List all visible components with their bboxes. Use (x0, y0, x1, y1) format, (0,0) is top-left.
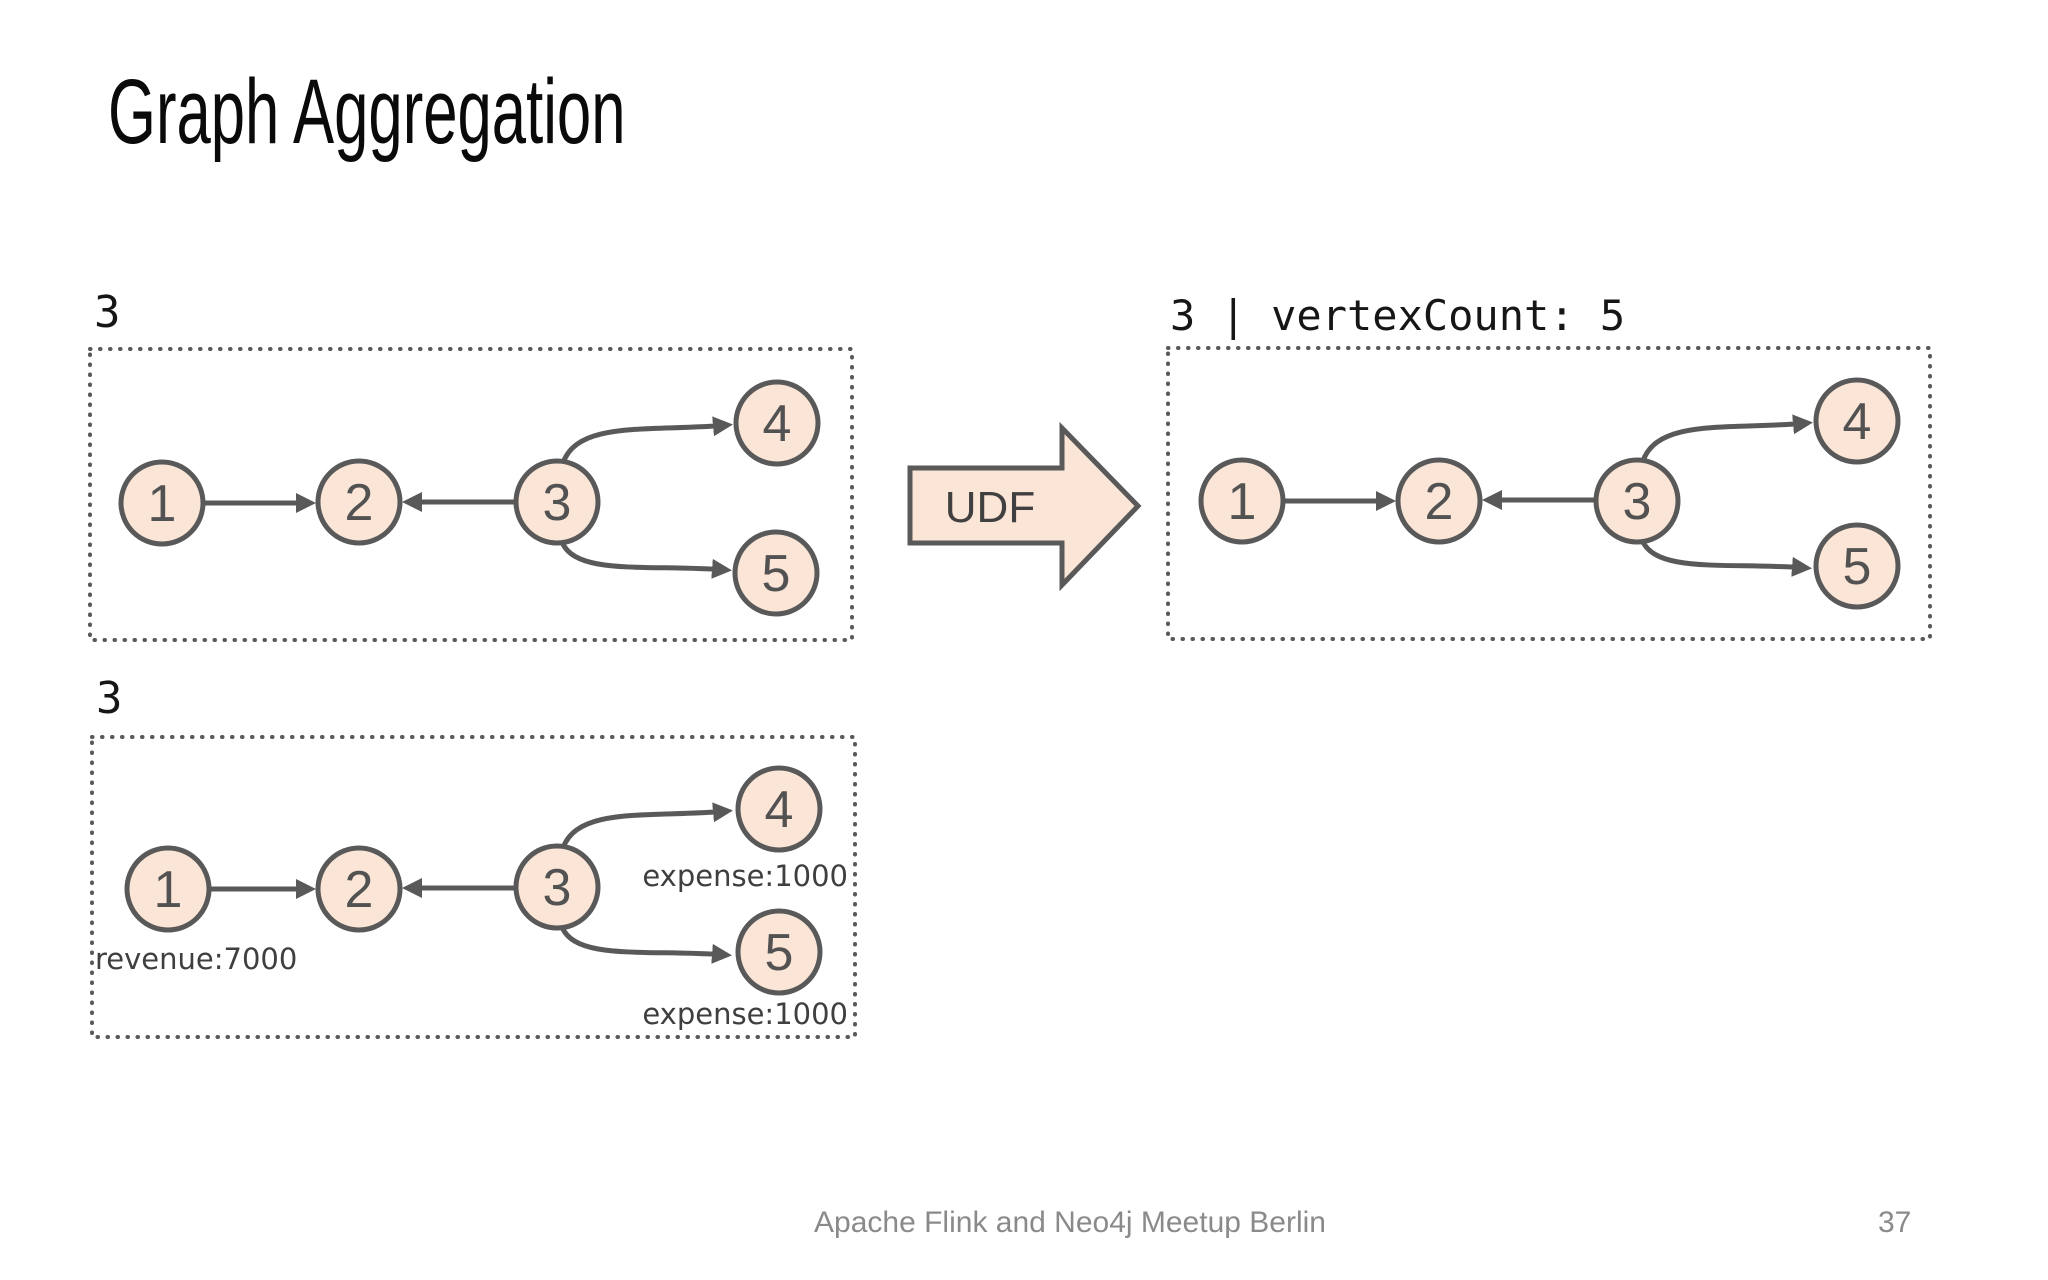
graph-output: 1 2 3 4 5 (1166, 346, 1932, 641)
output-group-label: 3 | vertexCount: 5 (1170, 291, 1626, 340)
node-1-label: 1 (148, 475, 177, 533)
node-4-property-expense: expense:1000 (642, 859, 848, 893)
node-5-circle (732, 529, 820, 617)
node-4-circle (1813, 377, 1901, 465)
node-5-label: 5 (1843, 538, 1872, 596)
node-3-label: 3 (543, 859, 572, 917)
node-1-label: 1 (1228, 473, 1257, 531)
node-1-label: 1 (154, 861, 183, 919)
node-1-property-revenue: revenue:7000 (95, 942, 297, 976)
slide-title: Graph Aggregation (108, 61, 626, 163)
graph-input-top: 1 2 3 4 5 (88, 347, 854, 642)
footer-text: Apache Flink and Neo4j Meetup Berlin (814, 1206, 1326, 1239)
node-2-circle (1395, 457, 1483, 545)
node-2-label: 2 (1425, 473, 1454, 531)
node-2-label: 2 (345, 474, 374, 532)
input-top-group-border (88, 347, 854, 642)
node-3-label: 3 (543, 474, 572, 532)
node-5-label: 5 (762, 545, 791, 603)
node-1-circle (118, 459, 206, 547)
node-5-circle (735, 908, 823, 996)
input-bottom-group-border (90, 735, 857, 1039)
node-1-circle (124, 845, 212, 933)
node-4-circle (735, 765, 823, 853)
page-number: 37 (1878, 1206, 1912, 1239)
edge-3-5 (1639, 538, 1812, 577)
graph-input-bottom: 1 2 3 4 5 revenue:7000 expense:1000 expe… (90, 735, 857, 1039)
node-4-label: 4 (1843, 393, 1872, 451)
udf-transform: UDF (907, 421, 1142, 592)
udf-arrow-shape (907, 421, 1142, 592)
node-4-label: 4 (765, 781, 794, 839)
edge-3-4 (560, 416, 733, 464)
node-3-circle (513, 458, 601, 546)
udf-arrow-label: UDF (945, 483, 1035, 532)
node-4-label: 4 (763, 395, 792, 453)
node-2-label: 2 (345, 861, 374, 919)
node-5-label: 5 (765, 924, 794, 982)
node-2-circle (315, 458, 403, 546)
output-group-border (1166, 346, 1932, 641)
node-4-circle (733, 379, 821, 467)
edge-3-5 (559, 925, 732, 964)
node-1-circle (1198, 457, 1286, 545)
node-3-label: 3 (1623, 473, 1652, 531)
input-bottom-group-label: 3 (96, 673, 123, 724)
node-3-circle (1593, 457, 1681, 545)
node-5-circle (1813, 522, 1901, 610)
node-3-circle (513, 843, 601, 931)
input-top-group-label: 3 (94, 287, 121, 338)
edge-3-5 (559, 540, 732, 579)
node-2-circle (315, 845, 403, 933)
node-5-property-expense: expense:1000 (642, 997, 848, 1031)
edge-3-4 (560, 802, 733, 849)
edge-3-4 (1640, 414, 1813, 462)
